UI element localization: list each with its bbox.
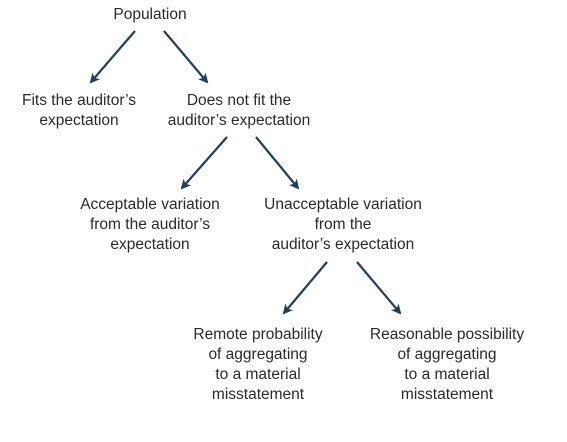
node-does-not-fit-expectation: Does not fit the auditor’s expectation (150, 91, 328, 131)
node-line: of aggregating (208, 346, 308, 363)
node-line: expectation (110, 236, 190, 253)
node-line: Reasonable possibility (369, 326, 525, 343)
node-line: to a material (215, 366, 301, 383)
arrow-does-not-fit-to-unacceptable (255, 136, 300, 190)
node-line: of aggregating (397, 346, 497, 363)
node-line: to a material (404, 366, 490, 383)
arrow-unacceptable-to-remote (282, 261, 328, 315)
node-reasonable-possibility: Reasonable possibility of aggregating to… (348, 325, 546, 405)
node-line: auditor’s expectation (167, 112, 311, 129)
node-line: Remote probability (193, 326, 323, 343)
node-line: misstatement (400, 386, 494, 403)
arrow-does-not-fit-to-acceptable (180, 136, 228, 190)
node-line: from the auditor’s (89, 216, 211, 233)
arrow-root-to-fits (89, 30, 136, 84)
node-line: Fits the auditor’s (21, 92, 136, 109)
node-population: Population (90, 5, 210, 25)
node-remote-probability: Remote probability of aggregating to a m… (170, 325, 346, 405)
node-line: Population (113, 6, 187, 23)
arrow-unacceptable-to-reasonable (356, 261, 402, 315)
node-fits-expectation: Fits the auditor’s expectation (0, 91, 158, 131)
node-line: auditor’s expectation (271, 236, 415, 253)
node-line: misstatement (211, 386, 305, 403)
node-acceptable-variation: Acceptable variation from the auditor’s … (52, 195, 248, 255)
node-line: from the (314, 216, 372, 233)
node-line: Does not fit the (186, 92, 292, 109)
node-line: expectation (39, 112, 119, 129)
node-unacceptable-variation: Unacceptable variation from the auditor’… (240, 195, 446, 255)
arrow-root-to-does-not-fit (163, 30, 209, 84)
node-line: Unacceptable variation (264, 196, 422, 213)
node-line: Acceptable variation (80, 196, 220, 213)
